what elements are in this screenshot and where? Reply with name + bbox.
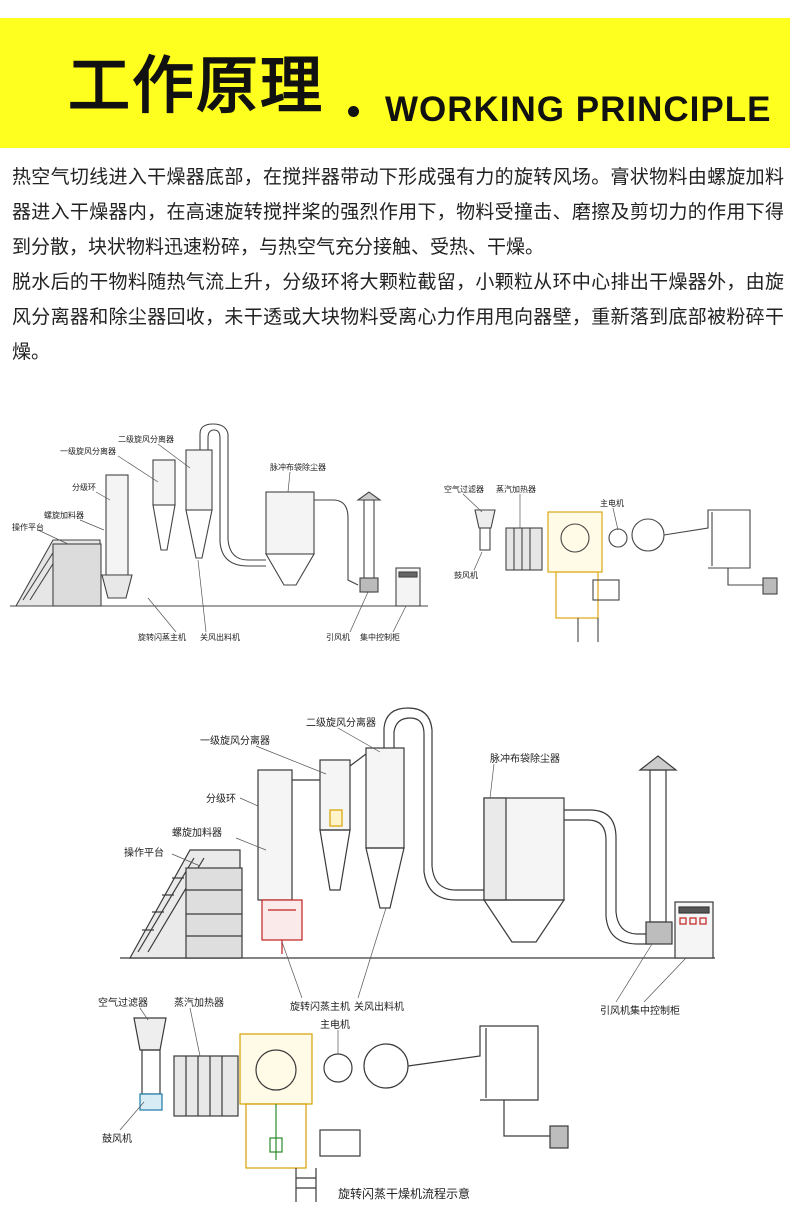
label-air-filter: 空气过滤器 [98,996,148,1009]
diagram-caption: 旋转闪蒸干燥机流程示意 [338,1186,470,1201]
label-screw-feeder: 螺旋加料器 [172,826,222,839]
label-first-cyclone-separator: 一级旋风分离器 [60,446,116,456]
process-diagram-small: 二级旋风分离器 一级旋风分离器 脉冲布袋除尘器 分级环 螺旋加料器 操作平台 旋… [8,420,790,650]
label-central-control-cabinet: 集中控制柜 [360,632,400,642]
label-second-cyclone-separator: 二级旋风分离器 [118,434,174,444]
label-classifying-ring: 分级环 [72,482,96,492]
label-induced-draft-fan: 引风机 [600,1004,630,1017]
page-title: 工作原理 [68,49,325,122]
label-classifying-ring: 分级环 [206,793,236,805]
label-pulse-bag-filter: 脉冲布袋除尘器 [270,462,326,472]
label-steam-heater: 蒸汽加热器 [174,996,224,1009]
label-operating-platform: 操作平台 [12,522,44,532]
label-first-cyclone-separator: 一级旋风分离器 [200,734,270,747]
label-induced-draft-fan: 引风机 [326,632,350,642]
label-airlock-discharger: 关风出料机 [354,1000,404,1013]
page-subtitle: WORKING PRINCIPLE [385,90,772,129]
process-diagram-large: 二级旋风分离器 一级旋风分离器 脉冲布袋除尘器 分级环 螺旋加料器 操作平台 旋… [90,690,730,1210]
header-banner: 工作原理 WORKING PRINCIPLE [0,18,790,148]
label-airlock-discharger: 关风出料机 [200,632,240,642]
label-blower: 鼓风机 [102,1132,132,1145]
title-dot-separator [348,106,359,117]
process-diagram-large-svg: 二级旋风分离器 一级旋风分离器 脉冲布袋除尘器 分级环 螺旋加料器 操作平台 旋… [98,707,715,1202]
paragraph-working-principle-1: 热空气切线进入干燥器底部，在搅拌器带动下形成强有力的旋转风场。膏状物料由螺旋加料… [12,166,784,258]
label-operating-platform: 操作平台 [124,846,164,859]
paragraph-working-principle-2: 脱水后的干物料随热气流上升，分级环将大颗粒截留，小颗粒从环中心排出干燥器外，由旋… [12,271,784,363]
label-main-motor: 主电机 [600,498,624,508]
label-pulse-bag-filter: 脉冲布袋除尘器 [490,752,560,765]
label-rotary-flash-main-unit: 旋转闪蒸主机 [290,1000,350,1013]
label-central-control-cabinet: 集中控制柜 [630,1004,680,1017]
label-screw-feeder: 螺旋加料器 [44,510,84,520]
description-text: 热空气切线进入干燥器底部，在搅拌器带动下形成强有力的旋转风场。膏状物料由螺旋加料… [12,160,784,370]
label-rotary-flash-main-unit: 旋转闪蒸主机 [138,632,186,642]
process-diagram-small-svg: 二级旋风分离器 一级旋风分离器 脉冲布袋除尘器 分级环 螺旋加料器 操作平台 旋… [10,423,778,642]
label-air-filter: 空气过滤器 [444,484,484,494]
label-second-cyclone-separator: 二级旋风分离器 [306,716,376,729]
label-blower: 鼓风机 [454,570,478,580]
label-main-motor: 主电机 [320,1018,350,1031]
label-steam-heater: 蒸汽加热器 [496,484,536,494]
